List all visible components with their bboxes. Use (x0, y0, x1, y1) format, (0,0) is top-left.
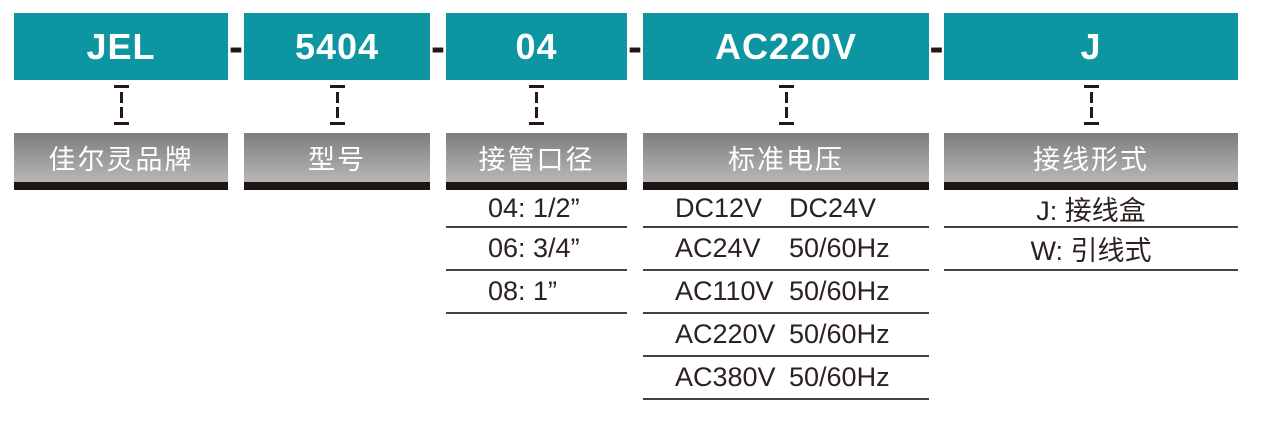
code-separator-dash: - (627, 13, 643, 80)
option-text: DC12V (675, 192, 763, 223)
option-text: AC380V (675, 362, 776, 392)
option-text: 08: 1” (488, 276, 558, 306)
dashed-connector-icon (446, 85, 627, 129)
code-text: 04 (515, 25, 558, 67)
option-text: 04: 1/2” (488, 192, 580, 223)
segment-column-model: 5404 型号 (244, 0, 430, 431)
option-text: DC24V (789, 192, 877, 223)
code-box-pipe-size: 04 (446, 13, 627, 80)
category-label-pipe-size: 接管口径 (446, 133, 627, 182)
option-text: W: 引线式 (1030, 236, 1152, 266)
dashed-connector-icon (944, 85, 1238, 129)
label-shadow-strip (643, 182, 929, 190)
category-label-text: 标准电压 (728, 145, 844, 175)
label-shadow-strip (446, 182, 627, 190)
code-box-wiring: J (944, 13, 1238, 80)
option-row: DC12V DC24V (643, 190, 929, 228)
option-row: AC220V 50/60Hz (643, 314, 929, 357)
option-text: 50/60Hz (789, 276, 890, 306)
category-label-text: 接线形式 (1033, 145, 1149, 175)
segment-column-voltage: AC220V 标准电压 DC12V DC24V AC24V 50/60Hz AC… (643, 0, 929, 431)
code-text: AC220V (714, 25, 858, 67)
code-text: 5404 (294, 25, 380, 67)
option-row: J: 接线盒 (944, 190, 1238, 228)
option-text: 50/60Hz (789, 233, 890, 263)
code-box-voltage: AC220V (643, 13, 929, 80)
option-row: 06: 3/4” (446, 228, 627, 271)
option-row: 08: 1” (446, 271, 627, 314)
segment-column-brand: JEL 佳尔灵品牌 (14, 0, 228, 431)
category-label-text: 佳尔灵品牌 (48, 145, 194, 175)
category-label-text: 型号 (308, 145, 366, 175)
option-text: 06: 3/4” (488, 233, 580, 263)
category-label-wiring: 接线形式 (944, 133, 1238, 182)
code-text: J (1080, 25, 1102, 67)
category-label-voltage: 标准电压 (643, 133, 929, 182)
label-shadow-strip (14, 182, 228, 190)
option-text: J: 接线盒 (1036, 195, 1146, 226)
option-row: AC380V 50/60Hz (643, 357, 929, 400)
option-text: AC24V (675, 233, 761, 263)
dashed-connector-icon (244, 85, 430, 129)
dash-text: - (929, 22, 944, 70)
dash-text: - (229, 22, 243, 70)
wiring-options-table: J: 接线盒 W: 引线式 (944, 190, 1238, 271)
label-shadow-strip (244, 182, 430, 190)
code-separator-dash: - (929, 13, 944, 80)
label-shadow-strip (944, 182, 1238, 190)
voltage-options-table: DC12V DC24V AC24V 50/60Hz AC110V 50/60Hz… (643, 190, 929, 400)
dashed-connector-icon (14, 85, 228, 129)
code-separator-dash: - (228, 13, 244, 80)
option-text: 50/60Hz (789, 362, 890, 392)
option-row: AC24V 50/60Hz (643, 228, 929, 271)
category-label-text: 接管口径 (478, 145, 595, 175)
option-text: 50/60Hz (789, 319, 890, 349)
code-box-brand: JEL (14, 13, 228, 80)
code-text: JEL (86, 25, 156, 67)
dash-text: - (628, 22, 642, 70)
segment-column-pipe-size: 04 接管口径 04: 1/2” 06: 3/4” 08: 1” (446, 0, 627, 431)
option-text: AC220V (675, 319, 776, 349)
category-label-brand: 佳尔灵品牌 (14, 133, 228, 182)
pipe-size-options-table: 04: 1/2” 06: 3/4” 08: 1” (446, 190, 627, 314)
code-box-model: 5404 (244, 13, 430, 80)
dashed-connector-icon (643, 85, 929, 129)
option-row: W: 引线式 (944, 228, 1238, 271)
option-row: AC110V 50/60Hz (643, 271, 929, 314)
dash-text: - (431, 22, 445, 70)
option-row: 04: 1/2” (446, 190, 627, 228)
code-separator-dash: - (430, 13, 446, 80)
segment-column-wiring: J 接线形式 J: 接线盒 W: 引线式 (944, 0, 1238, 431)
option-text: AC110V (675, 276, 774, 306)
category-label-model: 型号 (244, 133, 430, 182)
